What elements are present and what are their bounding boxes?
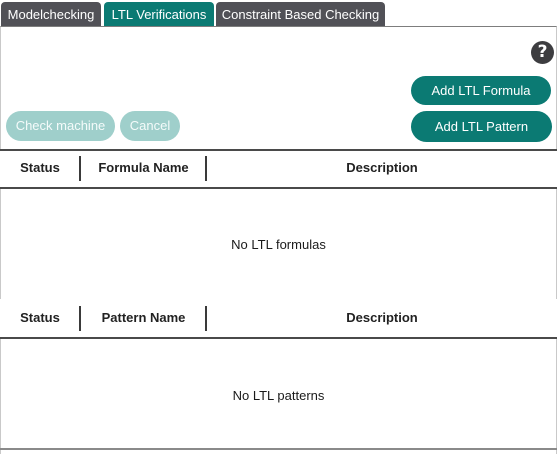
tab-constraint-based-checking[interactable]: Constraint Based Checking bbox=[216, 2, 385, 27]
help-icon[interactable]: ? bbox=[531, 41, 554, 64]
panel-bottom-border bbox=[0, 448, 557, 450]
patterns-table-header: Status Pattern Name Description bbox=[0, 299, 557, 339]
add-ltl-pattern-button[interactable]: Add LTL Pattern bbox=[411, 111, 552, 142]
patterns-empty-placeholder: No LTL patterns bbox=[232, 388, 325, 403]
column-header-status[interactable]: Status bbox=[20, 160, 60, 175]
formulas-header-top-border bbox=[0, 149, 557, 151]
column-separator[interactable] bbox=[205, 306, 207, 331]
add-ltl-formula-button[interactable]: Add LTL Formula bbox=[411, 76, 551, 105]
formulas-header-bottom-border bbox=[0, 187, 557, 189]
column-header-formula-name[interactable]: Formula Name bbox=[98, 160, 189, 175]
column-header-pattern-name[interactable]: Pattern Name bbox=[101, 310, 186, 325]
column-header-description[interactable]: Description bbox=[346, 160, 418, 175]
patterns-header-bottom-border bbox=[0, 337, 557, 339]
formulas-table-header: Status Formula Name Description bbox=[0, 149, 557, 189]
column-separator[interactable] bbox=[205, 156, 207, 181]
column-separator[interactable] bbox=[79, 306, 81, 331]
cancel-button[interactable]: Cancel bbox=[120, 111, 180, 141]
column-separator[interactable] bbox=[79, 156, 81, 181]
column-header-status[interactable]: Status bbox=[20, 310, 60, 325]
tab-ltl-verifications[interactable]: LTL Verifications bbox=[104, 2, 214, 27]
tab-bar: Modelchecking LTL Verifications Constrai… bbox=[0, 0, 557, 27]
formulas-empty-placeholder: No LTL formulas bbox=[231, 237, 326, 252]
tab-modelchecking[interactable]: Modelchecking bbox=[1, 2, 101, 27]
check-machine-button[interactable]: Check machine bbox=[6, 111, 115, 141]
column-header-description[interactable]: Description bbox=[346, 310, 418, 325]
